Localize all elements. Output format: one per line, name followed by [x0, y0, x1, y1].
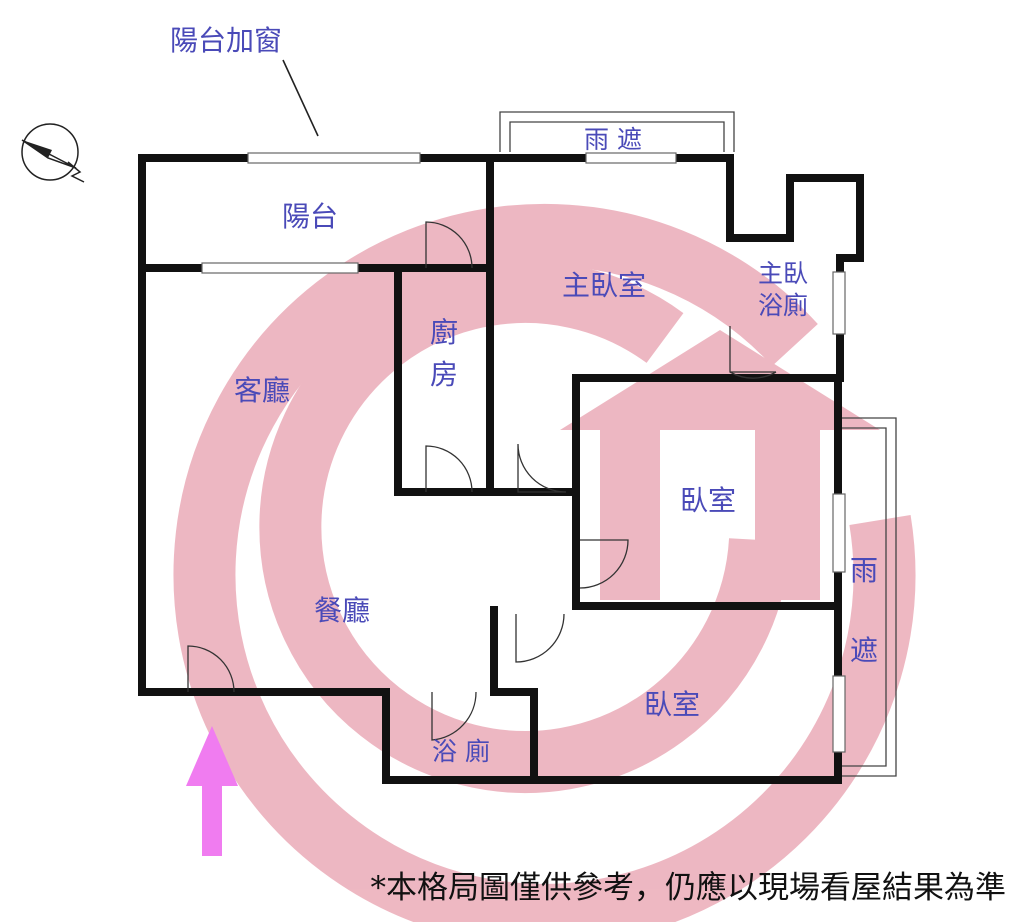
bathroom-label: 浴 廁 [432, 737, 490, 766]
rain-shelters [499, 111, 897, 777]
dining-room-label: 餐廳 [314, 594, 370, 627]
master-bath-label-line2: 浴廁 [758, 291, 808, 320]
bedroom-1-label: 臥室 [680, 484, 736, 517]
compass-icon [21, 123, 85, 183]
doors [187, 221, 777, 741]
annotation-leader [282, 59, 319, 137]
living-room-label: 客廳 [234, 374, 290, 407]
kitchen-label-line2: 房 [430, 358, 458, 391]
watermark-logo [173, 203, 916, 922]
master-bedroom-label: 主臥室 [562, 269, 646, 302]
rain-shelter-top-label: 雨 遮 [584, 125, 642, 154]
balcony-window-annotation: 陽台加窗 [170, 24, 282, 57]
balcony-label: 陽台 [282, 200, 338, 233]
windows [201, 152, 846, 753]
master-bath-label-line1: 主臥 [758, 259, 808, 288]
rain-shelter-right-label-line2: 遮 [850, 634, 878, 667]
disclaimer-text: *本格局圖僅供參考，仍應以現場看屋結果為準 [370, 870, 1007, 906]
entrance-arrow-icon [186, 726, 238, 856]
bedroom-2-label: 臥室 [644, 688, 700, 721]
rain-shelter-right-label-line1: 雨 [850, 554, 878, 587]
kitchen-label-line1: 廚 [430, 316, 458, 349]
